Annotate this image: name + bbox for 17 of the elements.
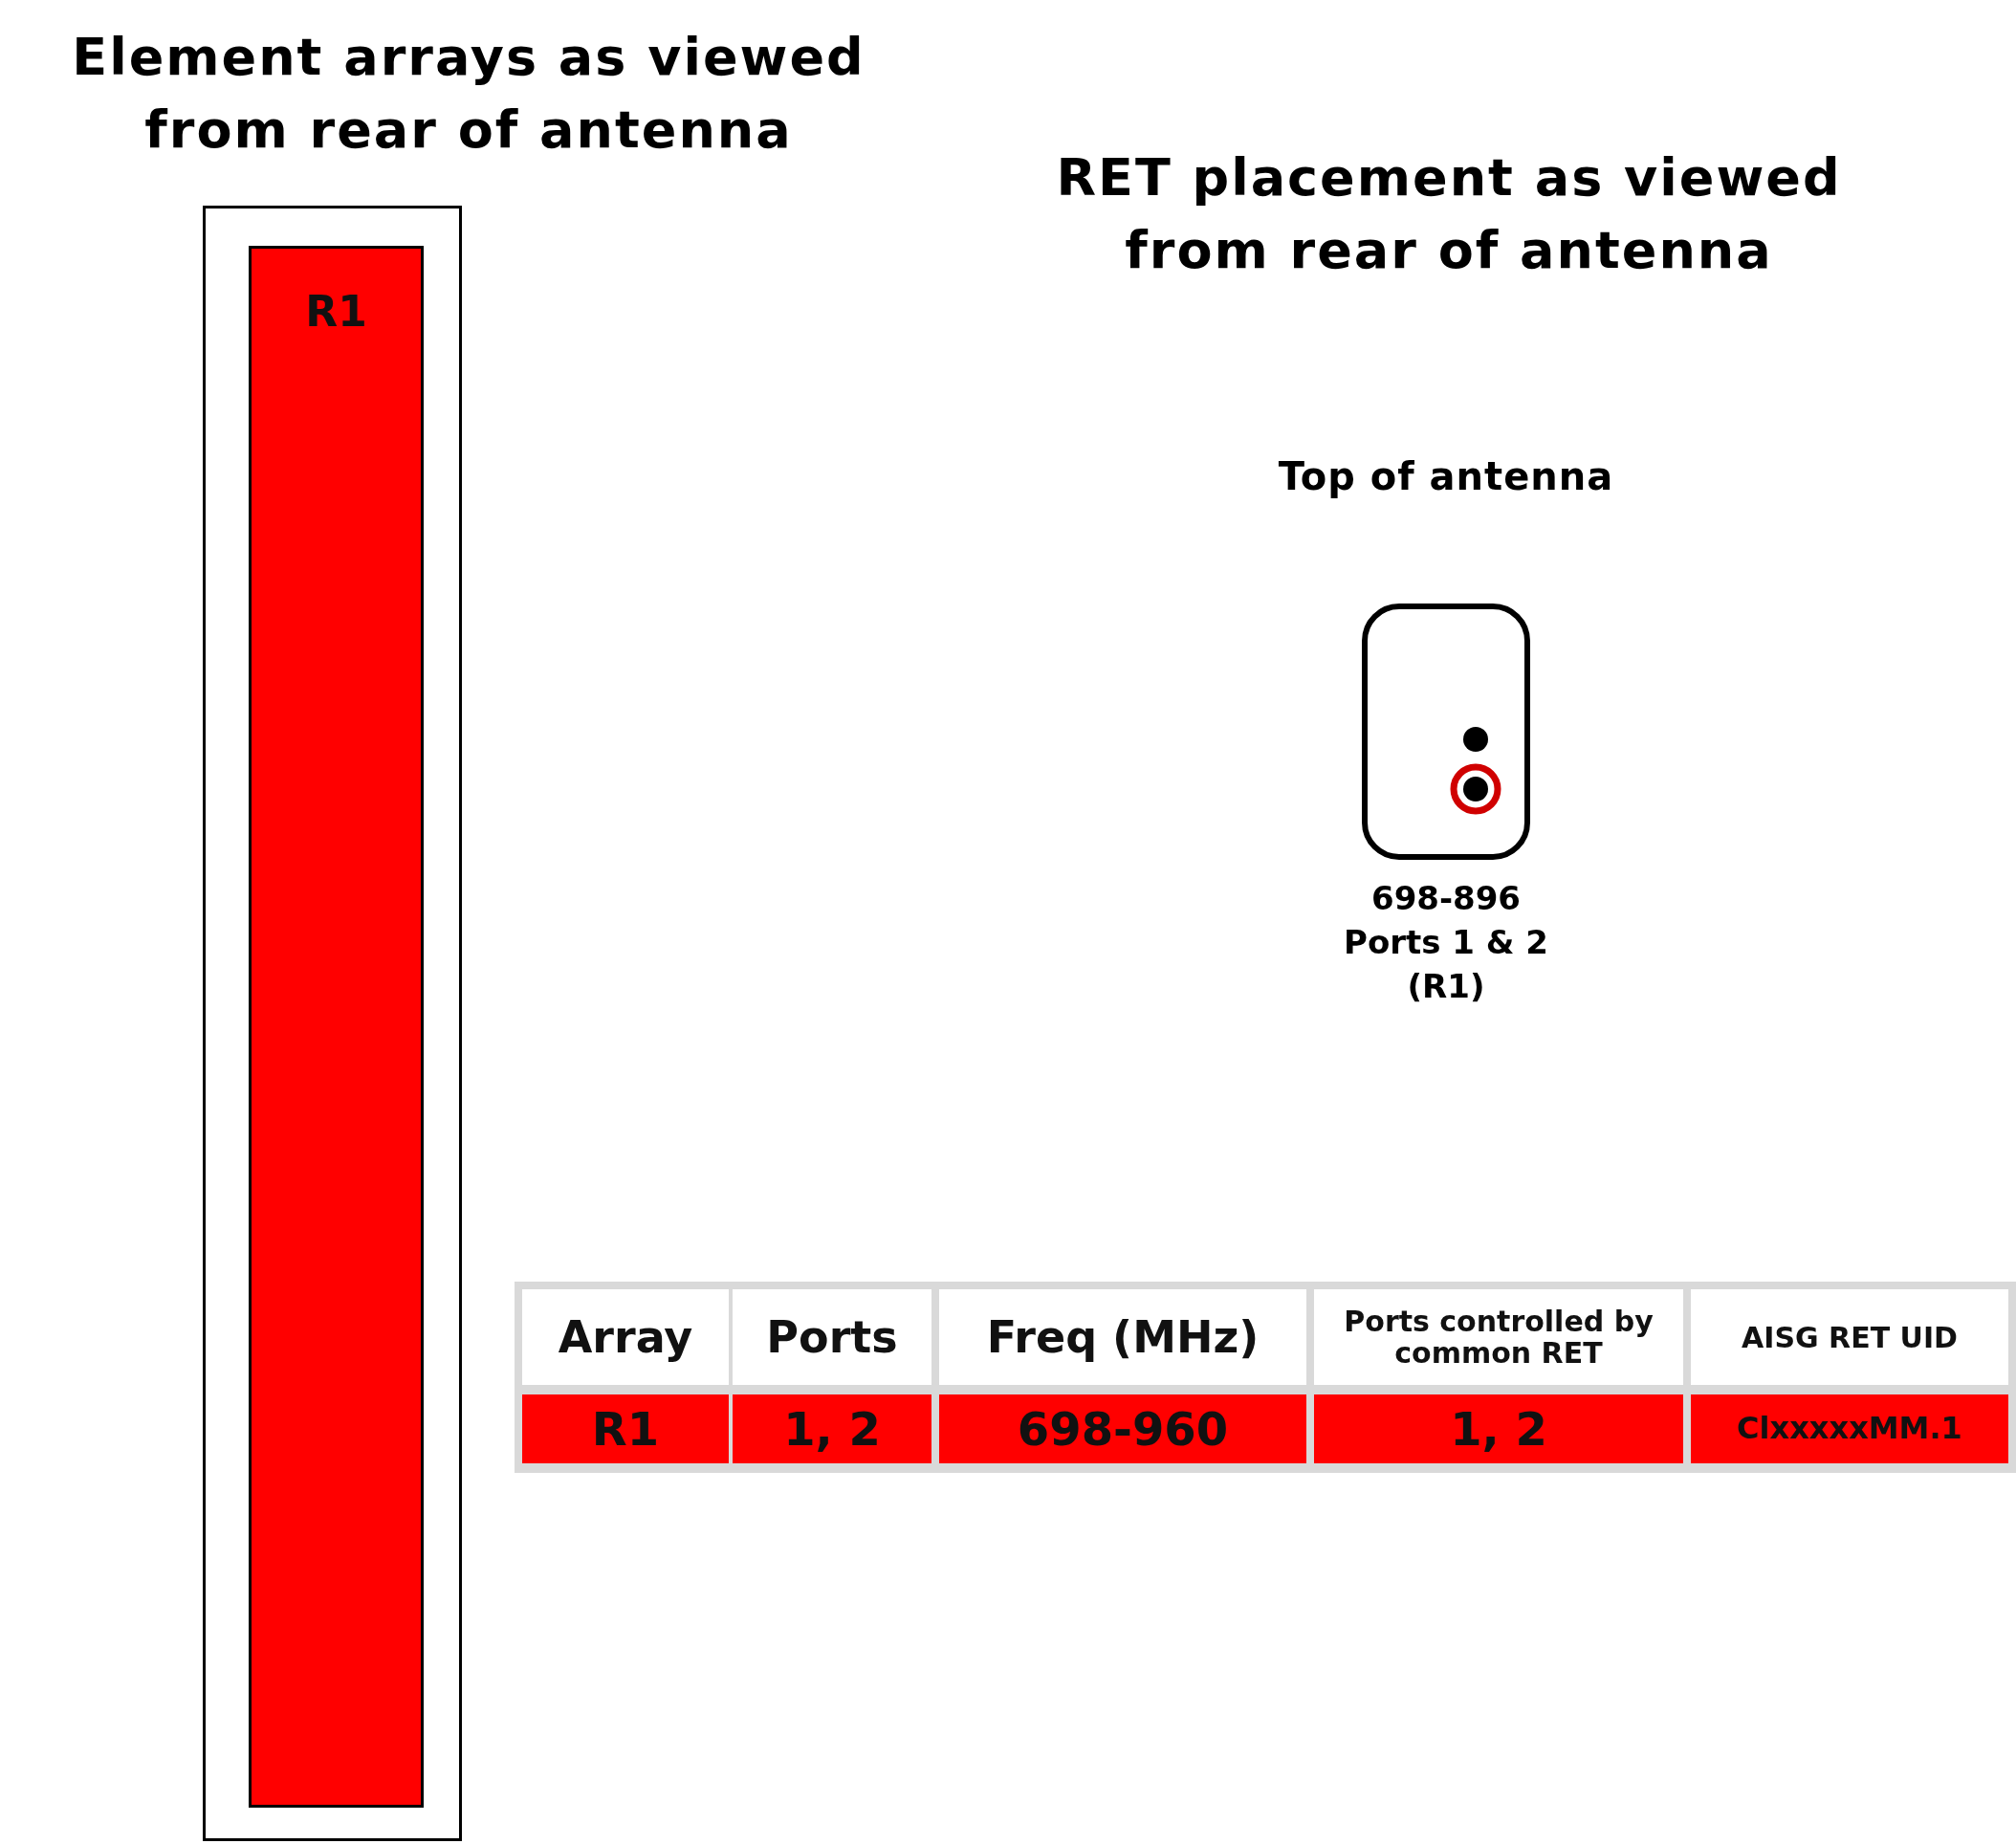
header-cell: Freq (MHz)	[939, 1289, 1306, 1385]
port-caption: 698-896 Ports 1 & 2 (R1)	[1343, 878, 1549, 1007]
antenna-outline	[203, 206, 462, 1841]
header-cell: Ports	[733, 1289, 931, 1385]
heading: Element arrays as viewed from rear of antenna	[71, 26, 866, 162]
heading: Top of antenna	[1277, 454, 1615, 498]
data-cell: R1	[522, 1394, 729, 1463]
data-cell: 698-960	[939, 1394, 1306, 1463]
header-cell: AISG RET UID	[1691, 1289, 2008, 1385]
data-cell: 1, 2	[733, 1394, 931, 1463]
data-cell: 1, 2	[1314, 1394, 1683, 1463]
heading: RET placement as viewed from rear of antenna	[1055, 146, 1843, 282]
array-label: R1	[304, 287, 368, 336]
header-cell: Ports controlled by common RET	[1314, 1289, 1683, 1385]
header-cell: Array	[522, 1289, 729, 1385]
data-cell: ClxxxxxMM.1	[1691, 1394, 2008, 1463]
element-array-bar	[249, 246, 424, 1808]
